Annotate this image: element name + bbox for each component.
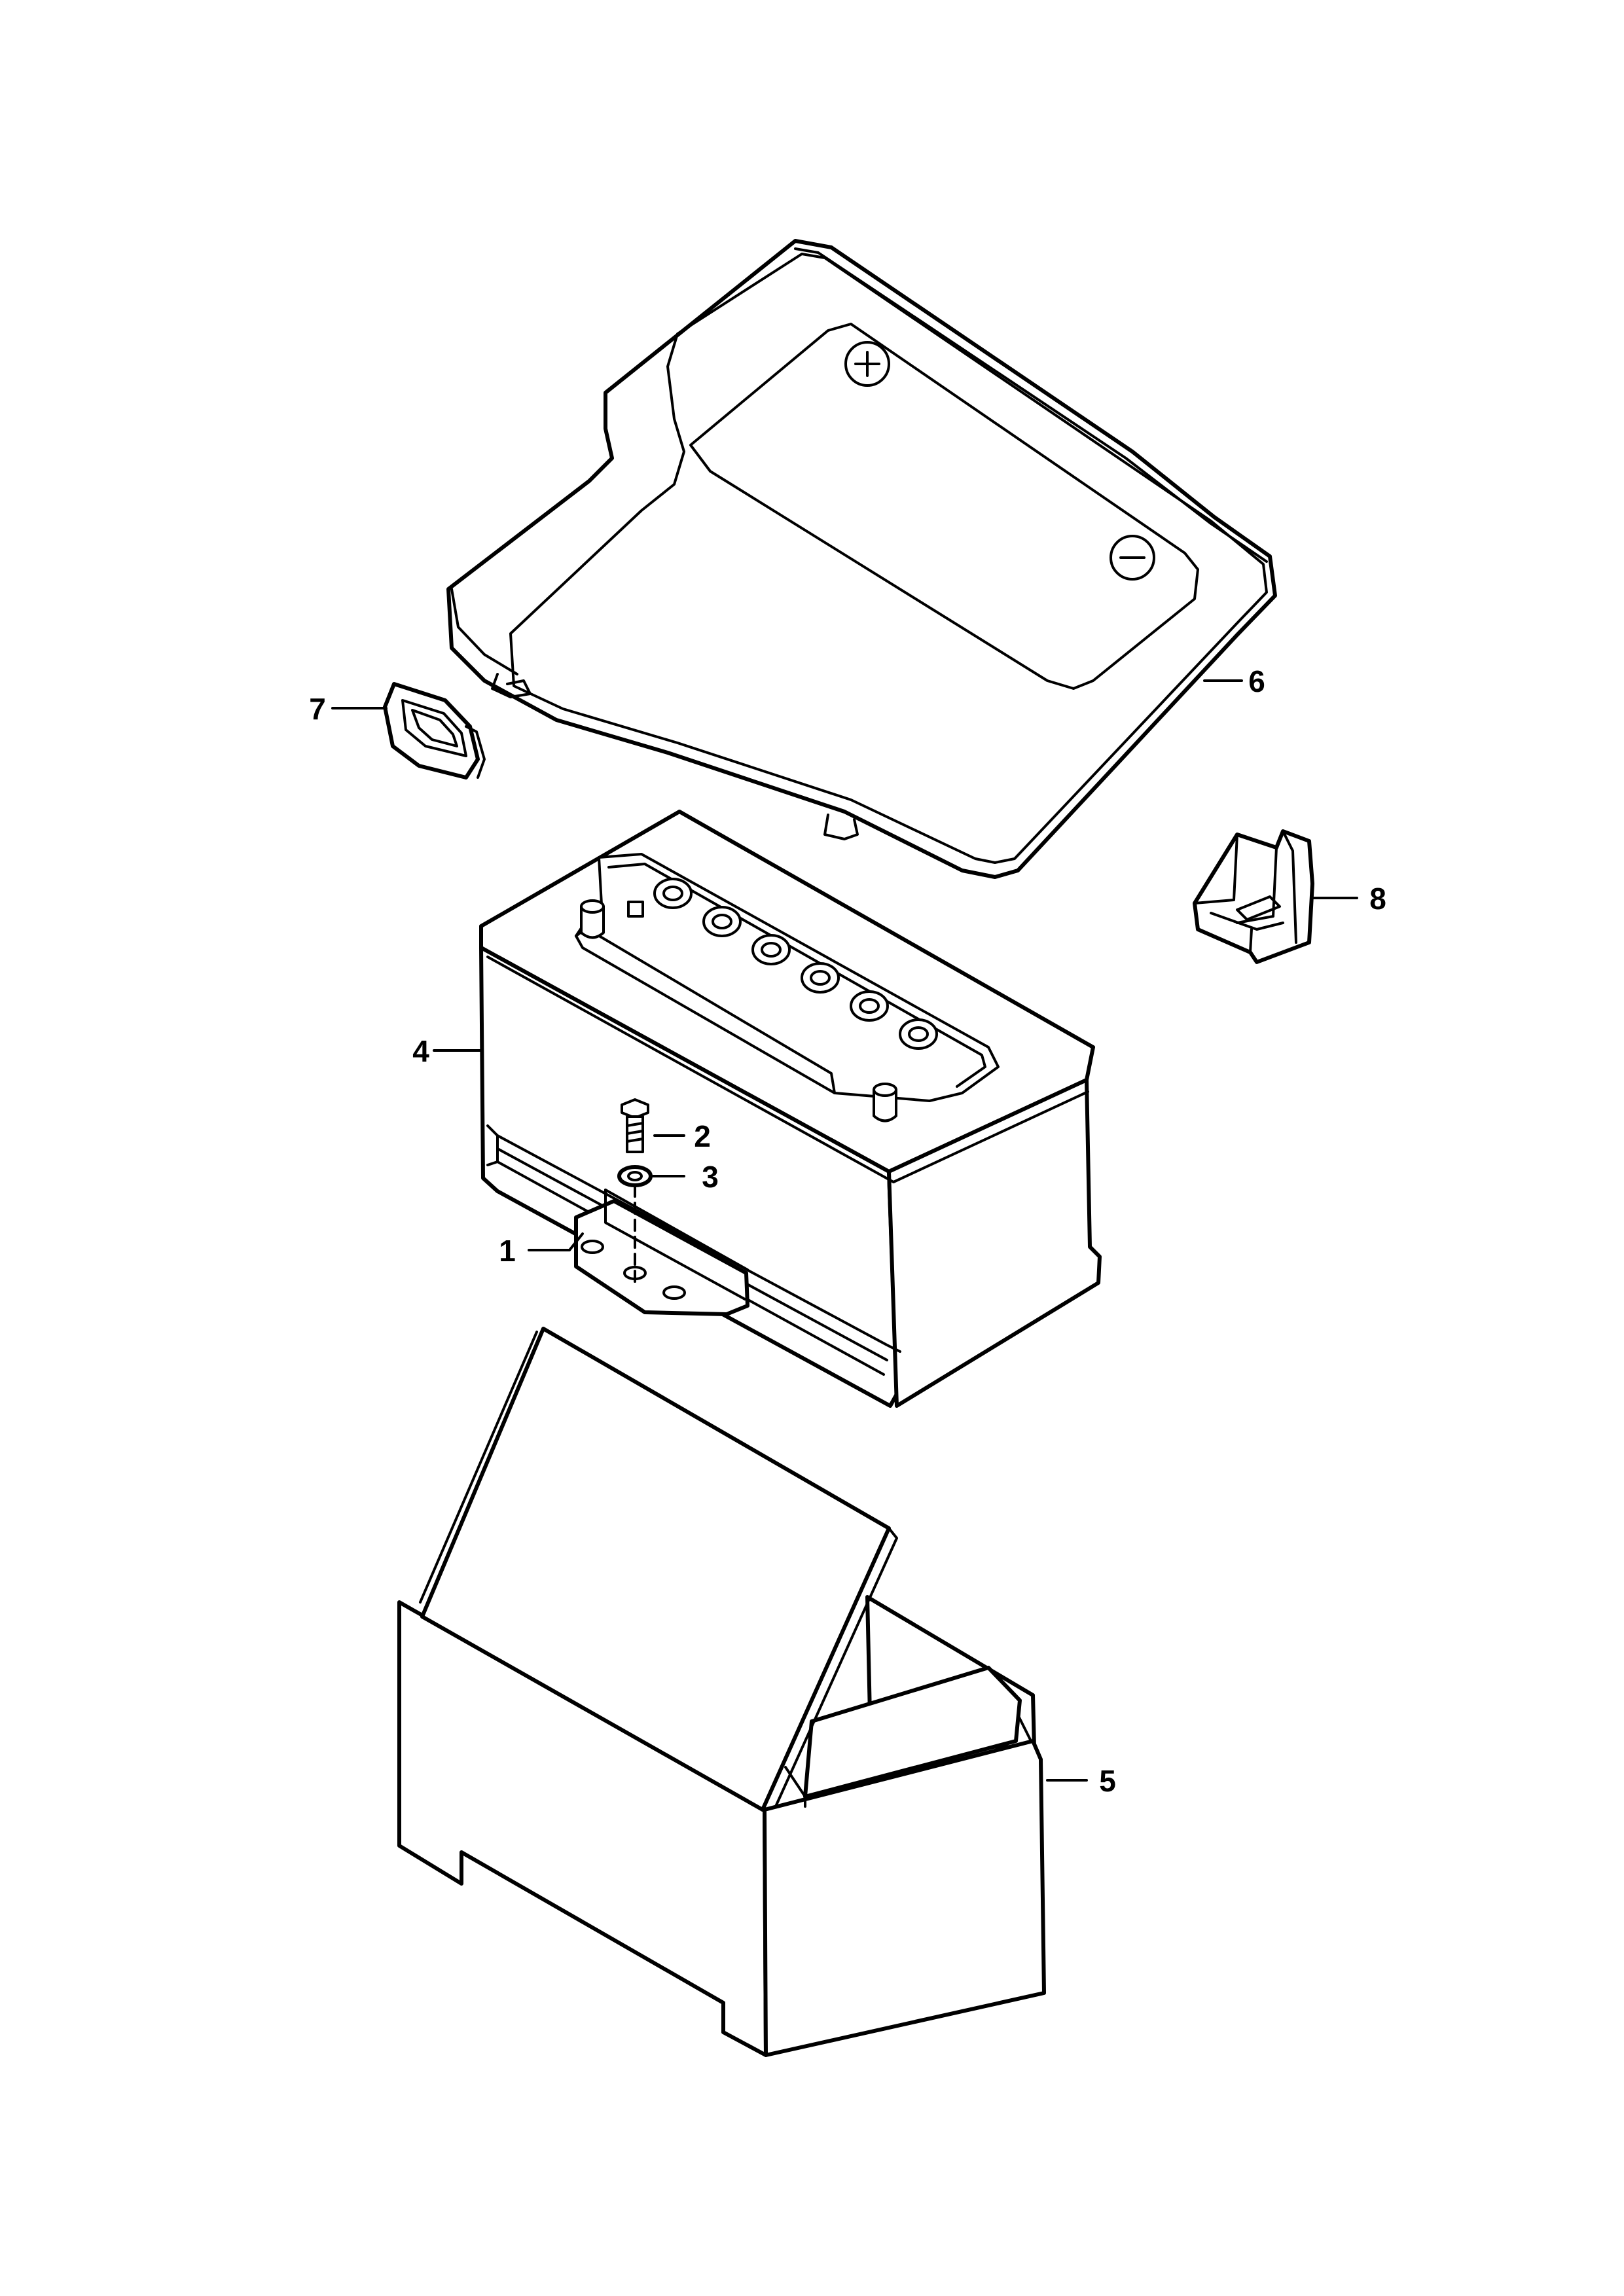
cell-caps — [653, 878, 938, 1050]
negative-terminal-mark-icon — [1110, 535, 1155, 581]
callout-7: 7 — [309, 692, 326, 726]
bolt — [621, 1098, 649, 1153]
battery — [479, 810, 1102, 1408]
callout-1: 1 — [499, 1234, 516, 1268]
vent-plug — [627, 901, 644, 918]
positive-terminal-mark-icon — [844, 341, 890, 387]
clip — [1193, 829, 1314, 964]
cover-hook-left — [491, 673, 532, 698]
cover-hook-front — [823, 814, 859, 840]
terminal-post-left — [580, 905, 605, 939]
callout-6: 6 — [1248, 664, 1265, 698]
battery-box — [397, 1327, 1046, 2057]
callout-labels: 1 2 3 4 5 6 7 8 — [309, 664, 1386, 1798]
washer — [617, 1165, 653, 1187]
grommet — [383, 682, 486, 780]
battery-cover — [446, 239, 1277, 879]
callout-8: 8 — [1369, 882, 1386, 916]
terminal-post-right — [873, 1088, 897, 1122]
callout-3: 3 — [702, 1160, 719, 1194]
leader-1 — [528, 1232, 584, 1251]
callout-leaders — [331, 679, 1358, 1782]
callout-4: 4 — [412, 1034, 429, 1068]
callout-5: 5 — [1099, 1764, 1116, 1798]
callout-2: 2 — [694, 1119, 711, 1153]
